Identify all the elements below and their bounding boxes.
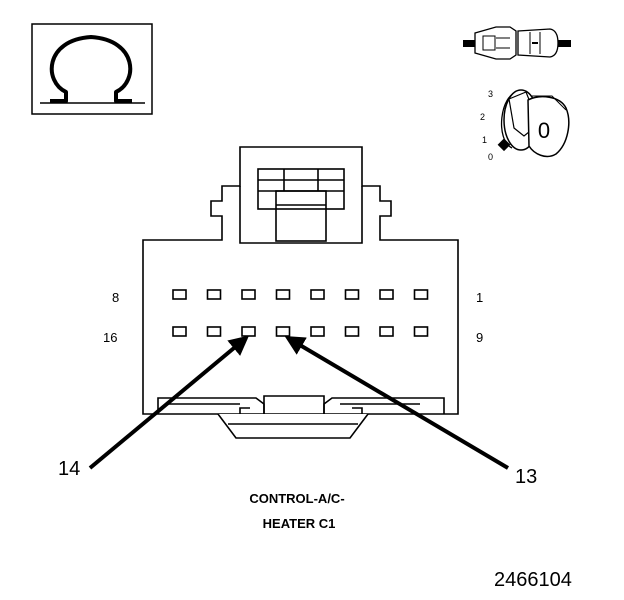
pin-cavity-2	[379, 289, 394, 300]
connector-body	[142, 146, 459, 439]
callout-arrow-14	[88, 335, 250, 470]
pin-cavity-11	[344, 326, 360, 337]
callout-label-13: 13	[515, 466, 537, 488]
pin-label-1: 1	[476, 290, 483, 305]
callout-label-14: 14	[58, 458, 80, 480]
pin-cavity-6	[241, 289, 256, 300]
pin-label-16: 16	[103, 330, 117, 345]
pin-cavity-9	[413, 326, 429, 337]
pin-cavity-8	[172, 289, 187, 300]
caption-line-1: CONTROL-A/C-	[249, 491, 344, 506]
pin-cavity-7	[206, 289, 222, 300]
key-position-3: 3	[488, 89, 493, 99]
caption-line-2: HEATER C1	[263, 516, 336, 531]
pin-cavity-12	[310, 326, 325, 337]
figure-id: 2466104	[494, 569, 572, 591]
pin-cavity-13	[275, 326, 291, 337]
pin-cavity-16	[172, 326, 187, 337]
pin-cavity-15	[206, 326, 222, 337]
pin-cavity-1	[413, 289, 429, 300]
pin-cavity-4	[310, 289, 325, 300]
key-label: 0	[538, 118, 550, 143]
key-position-0: 0	[488, 152, 493, 162]
ohm-symbol-icon	[49, 35, 133, 103]
pin-cavity-14	[241, 326, 256, 337]
pin-label-8: 8	[112, 290, 119, 305]
ignition-key-icon: 0 3 2 1 0	[480, 89, 570, 162]
pin-label-9: 9	[476, 330, 483, 345]
key-position-2: 2	[480, 112, 485, 122]
pin-cavity-10	[379, 326, 394, 337]
callout-arrow-13	[284, 335, 510, 470]
pin-cavity-5	[275, 289, 291, 300]
pin-row-top	[172, 289, 429, 300]
key-position-1: 1	[482, 135, 487, 145]
pin-cavity-3	[344, 289, 360, 300]
ohm-symbol-box	[31, 23, 153, 115]
connector-plug-icon	[463, 26, 571, 60]
